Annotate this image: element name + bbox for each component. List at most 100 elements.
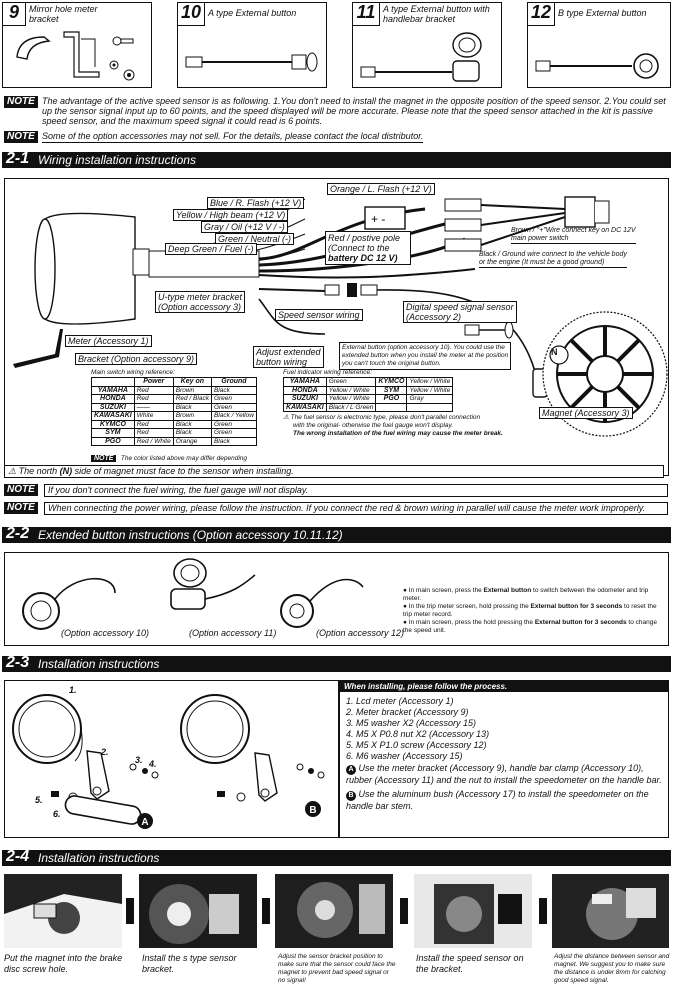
section-title: Installation instructions [38,851,160,865]
part-number-6: 6. [53,809,61,819]
section-number: 2-1 [6,150,30,167]
accessory-9-number: 9 [3,3,26,26]
section-number: 2-4 [6,848,30,865]
part-number-1: 1. [69,685,77,695]
list-item: 3. M5 washer X2 (Accessory 15) [346,718,477,728]
extended-button-drawings [22,558,364,630]
part-number-5: 5. [35,795,43,805]
install-photo-5 [552,874,669,948]
u-bracket-label: U-type meter bracket (Option accessory 3… [155,291,246,313]
separator-bar [126,898,134,924]
section-title: Installation instructions [38,657,160,671]
meter-label: Meter (Accessory 1) [65,335,152,347]
accessory-12-card: 12 B type External button [527,2,671,88]
magnet-north-marker: N [551,347,558,357]
wire-label-gray: Gray / Oil (+12 V / -) [201,221,288,233]
accessory-10-card: 10 A type External button [177,2,327,88]
svg-text:+ -: + - [371,212,385,226]
list-item: ● In main screen, press the hold pressin… [403,619,657,634]
section-number: 2-3 [6,654,30,671]
accessory-10-number: 10 [178,3,205,26]
option-11-caption: (Option accessory 11) [189,628,277,638]
wiring-diagram-panel: + - Blue / R. Flash (+12 V) Yellow / Hig… [4,178,669,480]
accessory-11-number: 11 [353,3,380,26]
section-number: 2-2 [6,525,30,542]
option-12-caption: (Option accessory 12) [316,628,405,638]
accessory-10-label: A type External button [208,8,297,18]
wire-label-black: Black / Ground wire connect to the vehic… [479,251,627,268]
photo-caption-5: Adjust the distance between sensor and m… [554,953,670,984]
install-photo-3 [275,874,393,948]
list-item: 1. Lcd meter (Accessory 1) [346,696,454,706]
section-title: Wiring installation instructions [38,153,196,167]
accessory-9-label: Mirror hole meter bracket [29,4,98,24]
section-2-3-header: 2-3 Installation instructions [2,654,671,672]
extended-button-instructions: ● In main screen, press the External but… [403,587,665,635]
list-item: ● In the trip meter screen, hold pressin… [403,603,657,618]
installation-diagram-panel: A B 1. 2. 3. 4. 5. 6. [4,680,339,838]
accessory-11-label: A type External button with handlebar br… [383,4,490,24]
external-button-b-drawing [535,53,659,79]
wire-label-brown: Brown / "+"Wire connect key on DC 12V ma… [511,227,636,244]
note-tag: NOTE [4,131,38,143]
wire-label-yellow: Yellow / High beam (+12 V) [173,209,289,221]
adjust-button-wiring-label: Adjust extended button wiring [253,346,324,368]
list-item: 5. M5 X P1.0 screw (Accessory 12) [346,740,487,750]
accessory-9-card: 9 Mirror hole meter bracket [2,2,152,88]
installation-diagram-drawing: A B [12,694,325,829]
installation-steps: 1. Lcd meter (Accessory 1) 2. Meter brac… [346,696,664,812]
install-photo-4 [414,874,532,948]
external-button-bracket-drawing [360,32,482,82]
list-item: 4. M5 X P0.8 nut X2 (Accessory 13) [346,729,490,739]
separator-bar [262,898,270,924]
section-2-4-header: 2-4 Installation instructions [2,848,671,866]
install-photo-1 [4,874,122,948]
main-switch-reference: Main switch wiring reference: Power Key … [91,369,257,483]
bracket-label: Bracket (Option accessory 9) [75,353,198,365]
list-item: 6. M6 washer (Accessory 15) [346,751,463,761]
process-header: When installing, please follow the proce… [340,681,668,692]
photo-caption-2: Install the s type sensor bracket. [142,953,237,974]
accessory-12-number: 12 [528,3,555,26]
note-active-sensor-text: The advantage of the active speed sensor… [42,96,666,126]
fuel-reference-title: Fuel indicator wiring reference: [283,369,372,376]
main-switch-title: Main switch wiring reference: [91,369,175,376]
mirror-bracket-drawing [16,31,135,81]
section-2-1-header: 2-1 Wiring installation instructions [2,150,671,168]
installation-steps-panel: When installing, please follow the proce… [339,680,669,838]
photo-caption-3: Adjust the sensor bracket position to ma… [278,953,396,984]
digital-sensor-label: Digital speed signal sensor (Accessory 2… [403,301,517,323]
wire-label-blue: Blue / R. Flash (+12 V) [207,197,305,209]
list-item: 2. Meter bracket (Accessory 9) [346,707,469,717]
separator-bar [400,898,408,924]
list-item: ● In main screen, press the External but… [403,587,649,602]
note-tag: NOTE [4,96,38,108]
magnet-label: Magnet (Accessory 3) [539,407,633,419]
step-b-marker: B [309,805,316,816]
external-button-a-drawing [185,52,318,72]
external-button-note: External button (option accessory 10). Y… [339,342,512,370]
note-options-text: Some of the option accessories may not s… [42,131,424,143]
warning-icon: ⚠ [8,466,17,476]
part-number-4: 4. [149,759,157,769]
wiring-diagram-drawing: + - [13,196,668,437]
part-number-3: 3. [135,755,143,765]
photo-caption-4: Install the speed sensor on the bracket. [416,953,524,974]
warning-icon: ⚠ [283,414,289,421]
step-a-marker: A [141,817,148,828]
accessory-11-card: 11 A type External button with handlebar… [352,2,502,88]
part-number-2: 2. [101,747,109,757]
speed-sensor-wiring-label: Speed sensor wiring [275,309,363,321]
